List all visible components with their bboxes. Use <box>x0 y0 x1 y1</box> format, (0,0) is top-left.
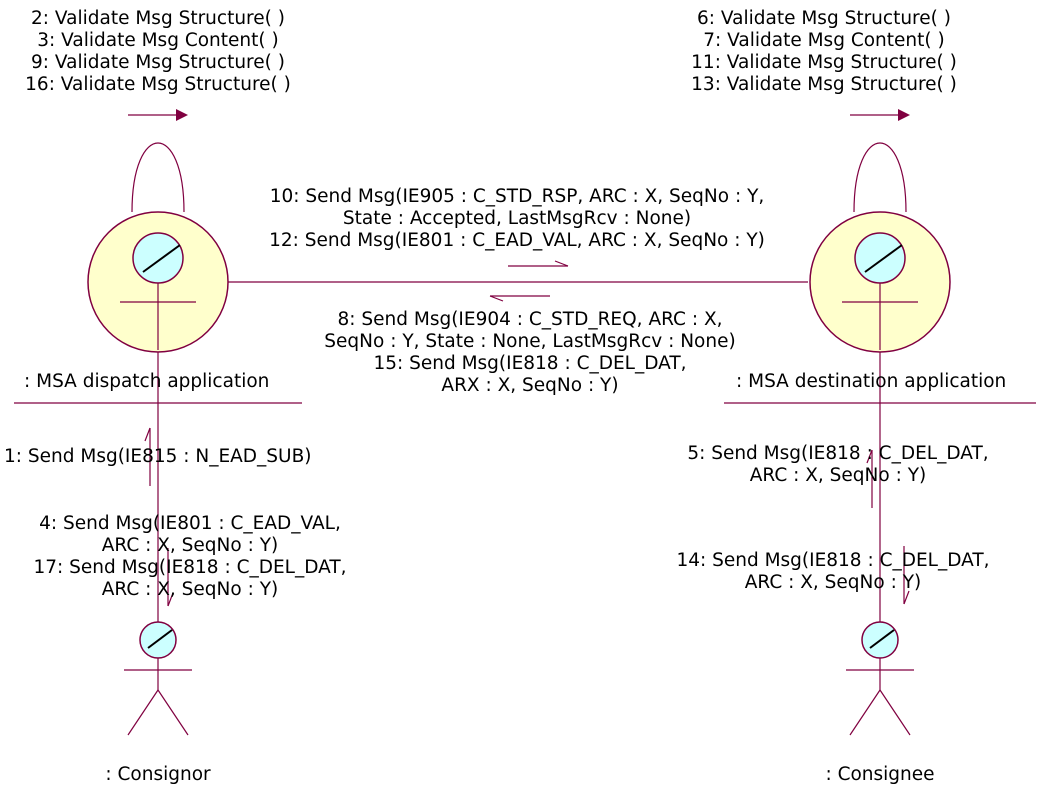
link-message: 15: Send Msg(IE818 : C_DEL_DAT, <box>373 353 687 374</box>
consignee-down-messages: 14: Send Msg(IE818 : C_DEL_DAT, ARC : X,… <box>648 550 1018 594</box>
destination-object-label: : MSA destination application <box>736 371 1007 392</box>
link-message: ARC : X, SeqNo : Y) <box>744 572 922 593</box>
self-loop-dispatch <box>131 142 185 213</box>
consignee-actor-icon <box>846 621 914 736</box>
link-message: ARC : X, SeqNo : Y) <box>749 465 927 486</box>
link-message: 10: Send Msg(IE905 : C_STD_RSP, ARC : X,… <box>269 186 765 207</box>
dispatch-object-label: : MSA dispatch application <box>24 371 270 392</box>
self-message: 11: Validate Msg Structure( ) <box>691 52 957 73</box>
consignor-up-message: 1: Send Msg(IE815 : N_EAD_SUB) <box>4 446 364 468</box>
self-message: 3: Validate Msg Content( ) <box>37 30 279 51</box>
self-loop-destination <box>853 142 907 213</box>
link-messages-top: 10: Send Msg(IE905 : C_STD_RSP, ARC : X,… <box>222 186 812 252</box>
dispatch-boundary-object <box>87 211 229 353</box>
link-message: SeqNo : Y, State : None, LastMsgRcv : No… <box>324 331 736 352</box>
self-message: 9: Validate Msg Structure( ) <box>31 52 285 73</box>
arrow-consignee-up <box>866 449 873 508</box>
arrow-dispatch-to-destination <box>508 260 569 267</box>
link-messages-bottom: 8: Send Msg(IE904 : C_STD_REQ, ARC : X, … <box>280 309 780 397</box>
arrow-consignor-up <box>144 427 151 486</box>
link-message: ARX : X, SeqNo : Y) <box>441 375 619 396</box>
self-message: 6: Validate Msg Structure( ) <box>697 8 951 29</box>
link-message: ARC : X, SeqNo : Y) <box>101 535 279 556</box>
self-message: 2: Validate Msg Structure( ) <box>31 8 285 29</box>
arrow-destination-to-dispatch <box>489 295 550 302</box>
self-message: 7: Validate Msg Content( ) <box>703 30 945 51</box>
arrow-consignee-down <box>903 546 910 605</box>
link-message: 17: Send Msg(IE818 : C_DEL_DAT, <box>33 557 347 578</box>
link-message: 14: Send Msg(IE818 : C_DEL_DAT, <box>676 550 990 571</box>
link-message: State : Accepted, LastMsgRcv : None) <box>342 208 692 229</box>
link-message: ARC : X, SeqNo : Y) <box>101 579 279 600</box>
link-message: 1: Send Msg(IE815 : N_EAD_SUB) <box>4 446 312 467</box>
arrow-consignor-down <box>167 548 174 607</box>
self-message: 13: Validate Msg Structure( ) <box>691 74 957 95</box>
link-message: 8: Send Msg(IE904 : C_STD_REQ, ARC : X, <box>337 309 723 330</box>
consignor-actor-icon <box>124 621 192 736</box>
self-message: 16: Validate Msg Structure( ) <box>25 74 291 95</box>
link-message: 12: Send Msg(IE801 : C_EAD_VAL, ARC : X,… <box>269 230 765 251</box>
link-message: 4: Send Msg(IE801 : C_EAD_VAL, <box>39 513 341 534</box>
consignee-up-messages: 5: Send Msg(IE818 : C_DEL_DAT, ARC : X, … <box>658 443 1018 487</box>
destination-boundary-object <box>809 211 951 353</box>
consignee-label: : Consignee <box>825 764 935 785</box>
link-message: 5: Send Msg(IE818 : C_DEL_DAT, <box>687 443 989 464</box>
dispatch-self-messages: 2: Validate Msg Structure( ) 3: Validate… <box>2 8 314 96</box>
consignor-label: : Consignor <box>105 764 211 785</box>
destination-self-messages: 6: Validate Msg Structure( ) 7: Validate… <box>662 8 986 96</box>
consignor-down-messages: 4: Send Msg(IE801 : C_EAD_VAL, ARC : X, … <box>10 513 370 601</box>
